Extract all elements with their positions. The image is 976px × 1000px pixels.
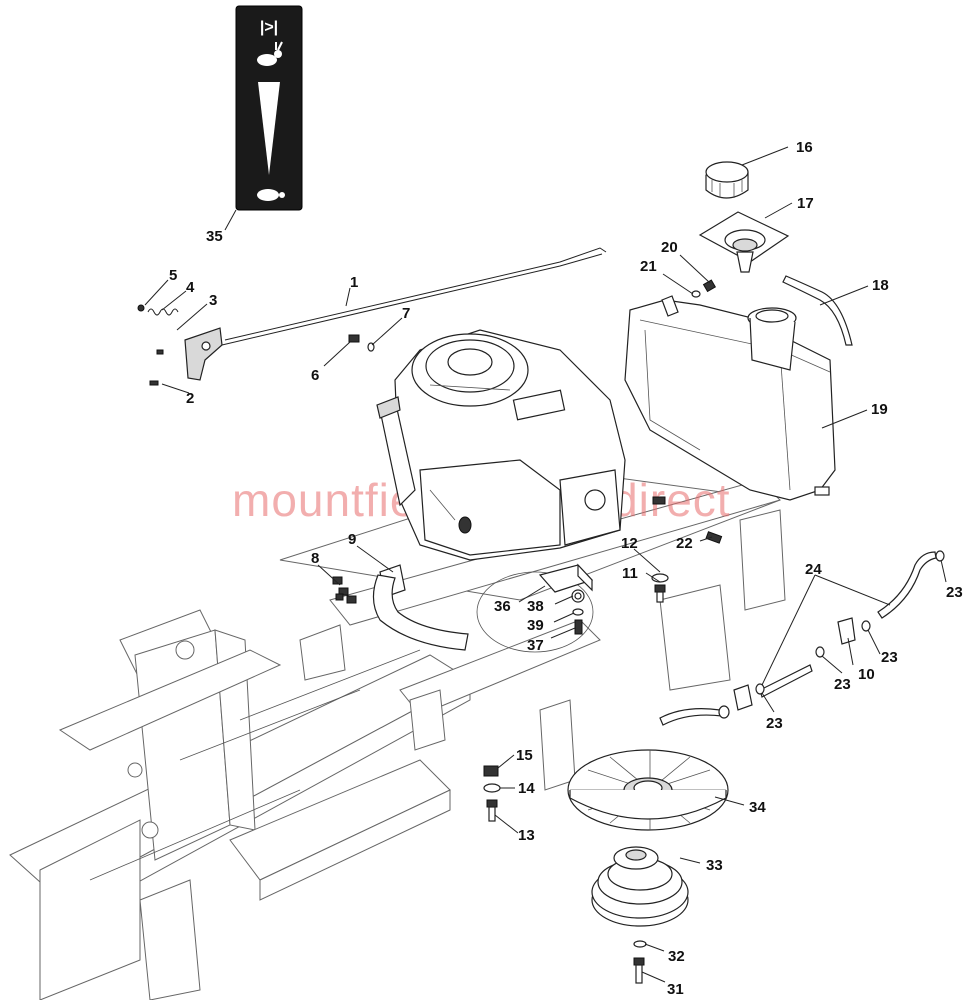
label-part-21: 21 xyxy=(640,258,657,275)
bracket-36 xyxy=(538,563,594,635)
label-part-18: 18 xyxy=(872,277,889,294)
label-part-13: 13 xyxy=(518,827,535,844)
label-part-11: 11 xyxy=(622,565,638,582)
cooling-fan xyxy=(567,749,729,831)
throttle-decal: |>| xyxy=(235,5,303,211)
label-part-14: 14 xyxy=(518,780,535,797)
label-part-23-b: 23 xyxy=(881,649,898,666)
label-part-5: 5 xyxy=(169,267,177,284)
label-part-23-c: 23 xyxy=(834,676,851,693)
label-part-39: 39 xyxy=(527,617,544,634)
fuel-line-assembly xyxy=(659,550,945,726)
bolts-8 xyxy=(332,576,357,604)
label-part-22: 22 xyxy=(676,535,693,552)
fuel-tank xyxy=(624,295,836,501)
leader-lines xyxy=(144,146,947,983)
label-part-3: 3 xyxy=(209,292,217,309)
label-part-9: 9 xyxy=(348,531,356,548)
part-labels: 1 2 3 4 5 6 7 8 9 10 11 12 13 14 15 16 1… xyxy=(169,139,963,998)
label-part-8: 8 xyxy=(311,550,319,567)
label-part-32: 32 xyxy=(668,948,685,965)
intake-pipe xyxy=(372,564,469,651)
tortoise-icon xyxy=(257,189,285,201)
bolt-20-21 xyxy=(691,279,717,298)
label-part-34: 34 xyxy=(749,799,766,816)
label-part-4: 4 xyxy=(186,279,195,296)
label-part-31: 31 xyxy=(667,981,684,998)
label-part-23-a: 23 xyxy=(946,584,963,601)
fuel-cap xyxy=(705,161,749,199)
speed-wedge xyxy=(258,82,280,175)
label-part-20: 20 xyxy=(661,239,678,256)
fuel-strainer xyxy=(698,211,790,273)
bolt-13-14-15 xyxy=(483,765,501,822)
label-part-38: 38 xyxy=(527,598,544,615)
label-part-35: 35 xyxy=(206,228,223,245)
engine xyxy=(376,329,626,561)
throttle-cable xyxy=(221,247,607,346)
label-part-17: 17 xyxy=(797,195,814,212)
label-part-36: 36 xyxy=(494,598,511,615)
pulley xyxy=(591,846,689,927)
choke-symbol: |>| xyxy=(260,19,278,36)
label-part-6: 6 xyxy=(311,367,319,384)
bolt-31-32 xyxy=(633,940,647,984)
label-part-2: 2 xyxy=(186,390,194,407)
label-part-23-d: 23 xyxy=(766,715,783,732)
screw-engine-mount xyxy=(652,496,666,505)
screw-6-7 xyxy=(348,334,375,352)
label-part-10: 10 xyxy=(858,666,875,683)
label-part-15: 15 xyxy=(516,747,533,764)
breather-hose xyxy=(782,275,853,346)
label-part-24: 24 xyxy=(805,561,822,578)
label-part-12: 12 xyxy=(621,535,638,552)
label-part-19: 19 xyxy=(871,401,888,418)
screw-22 xyxy=(705,531,723,544)
rabbit-icon xyxy=(257,41,283,66)
label-part-1: 1 xyxy=(350,274,358,291)
label-part-37: 37 xyxy=(527,637,544,654)
label-part-7: 7 xyxy=(402,305,410,322)
label-part-16: 16 xyxy=(796,139,813,156)
throttle-bracket xyxy=(137,304,223,386)
label-part-33: 33 xyxy=(706,857,723,874)
